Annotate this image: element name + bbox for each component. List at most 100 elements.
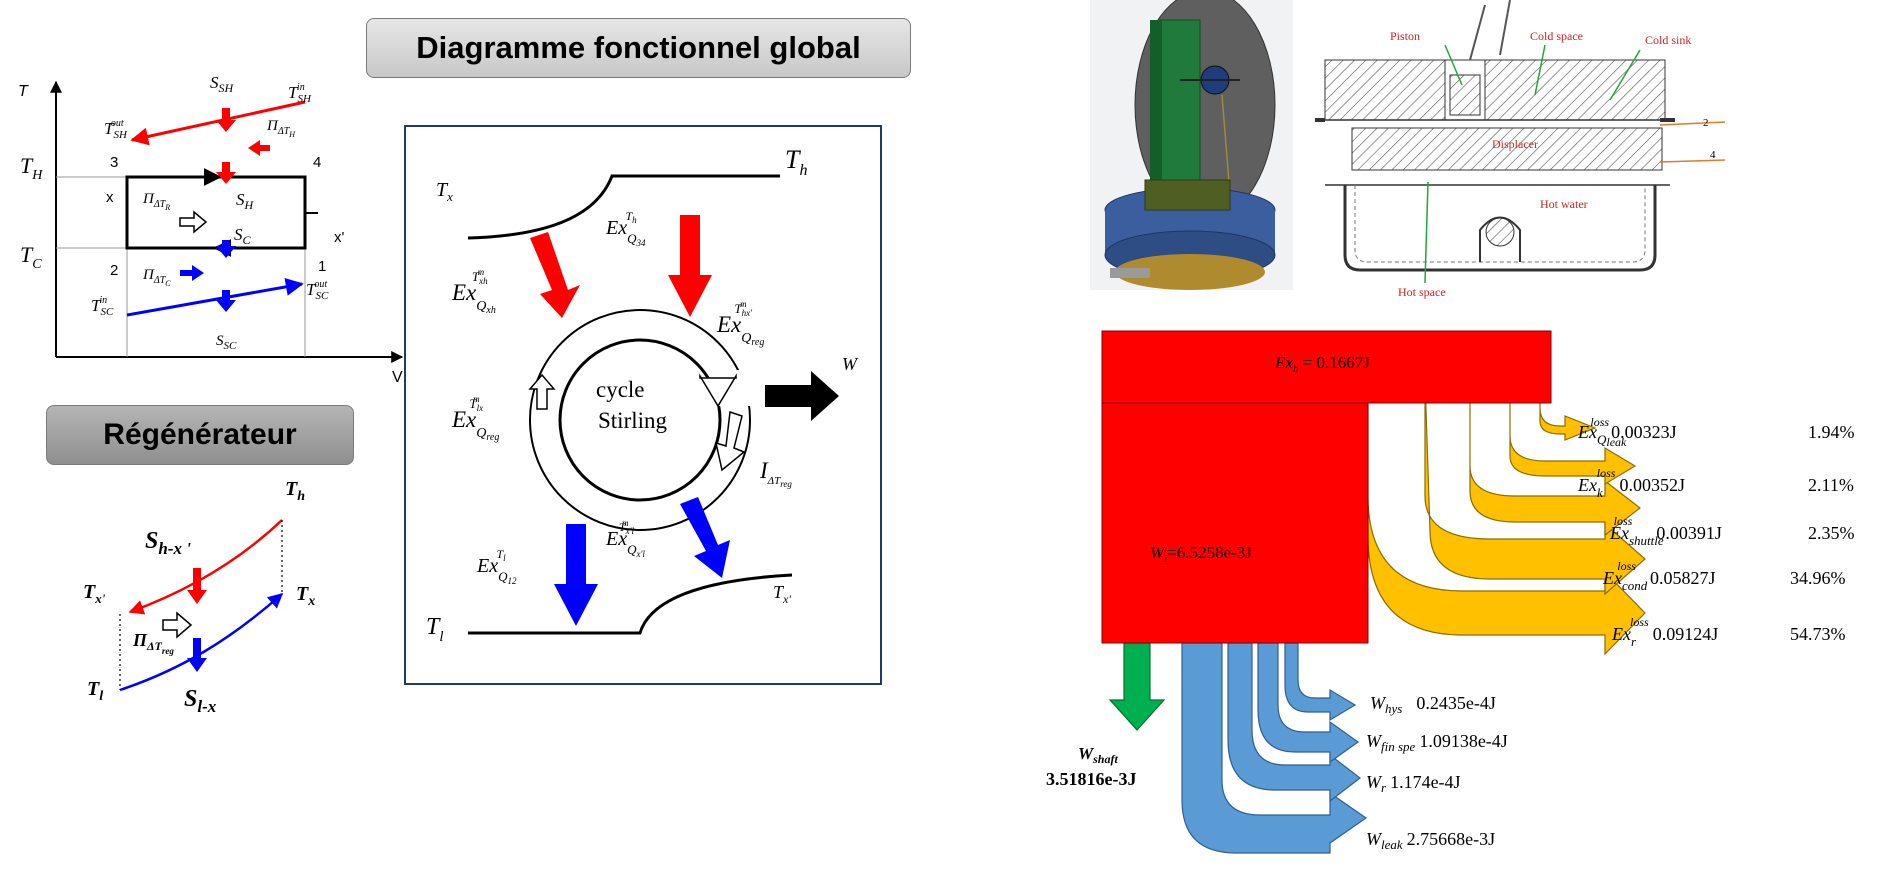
func-inner-circle bbox=[558, 338, 722, 502]
regenerator-title-text: Régénérateur bbox=[103, 418, 297, 451]
regen-hollow-arrow bbox=[162, 611, 193, 639]
ts-axis-v-label: V bbox=[392, 369, 403, 386]
ts-pi-th: ΠΔTH bbox=[266, 118, 296, 139]
sankey-shaft-value: 3.51816e-3J bbox=[1046, 769, 1136, 789]
leader-piston bbox=[1444, 44, 1463, 86]
ts-corner-4: 4 bbox=[313, 154, 321, 171]
ts-s-c: SC bbox=[234, 225, 252, 247]
func-ex-qreg-right: ExQregThx'm bbox=[716, 299, 764, 348]
flow-wr bbox=[1227, 642, 1361, 803]
ts-corner-3: 3 bbox=[110, 154, 118, 171]
ts-th-label: TH bbox=[20, 153, 43, 183]
ts-t-sc-in: TSCin bbox=[91, 295, 114, 318]
func-hollow-arrow-irrev bbox=[714, 410, 746, 472]
ts-t-sh-out: TSHout bbox=[104, 118, 128, 141]
global-diagram-title: Diagramme fonctionnel global bbox=[366, 18, 911, 78]
func-outer-circle bbox=[529, 309, 751, 531]
regenerator-title: Régénérateur bbox=[46, 405, 354, 465]
ts-t-sc-out: TSCout bbox=[306, 279, 329, 302]
flow-wfin bbox=[1257, 642, 1360, 764]
flow-exk bbox=[1509, 379, 1637, 486]
label-hot-space: Hot space bbox=[1398, 285, 1446, 299]
func-cycle-2: Stirling bbox=[598, 408, 668, 433]
label-marker-2: 2 bbox=[1703, 117, 1709, 129]
regen-s-bot: Sl-x bbox=[184, 686, 217, 716]
regen-blue-curve bbox=[119, 593, 284, 692]
func-blue-arrow-right bbox=[680, 497, 730, 578]
flow-shaft bbox=[1108, 642, 1166, 731]
section-bump-core bbox=[1485, 217, 1515, 247]
ts-cycle-rect bbox=[125, 175, 307, 250]
ts-corner-1: 1 bbox=[318, 258, 326, 275]
func-ex-qxh: ExQxhTxhm bbox=[451, 267, 496, 316]
ts-sc-line bbox=[126, 277, 304, 317]
section-rod-b bbox=[1499, 0, 1511, 56]
ts-tc-label: TC bbox=[20, 242, 42, 272]
ts-s-sh: SSH bbox=[210, 73, 235, 95]
global-diagram-title-text: Diagramme fonctionnel global bbox=[416, 30, 861, 65]
func-i-reg: IΔTreg bbox=[759, 458, 792, 489]
regen-txp: Tx' bbox=[83, 581, 106, 606]
cad-column-side bbox=[1150, 20, 1162, 215]
func-th: Th bbox=[785, 145, 807, 179]
func-w: W bbox=[842, 354, 859, 374]
ts-hollow-arrow bbox=[179, 210, 208, 234]
regen-red-curve bbox=[128, 519, 283, 615]
regen-s-top: Sh-x ' bbox=[145, 528, 191, 558]
ts-pi-tc: ΠΔTC bbox=[142, 267, 171, 288]
regen-red-arrow bbox=[187, 568, 207, 604]
leader-cold-space bbox=[1534, 44, 1546, 96]
sankey-exh-label: Exh = 0.1667J bbox=[1274, 353, 1370, 375]
cad-model bbox=[1090, 0, 1293, 290]
label-marker-4: 4 bbox=[1710, 149, 1716, 161]
func-tl: Tl bbox=[426, 614, 444, 645]
ts-axis-t-label: T bbox=[18, 83, 29, 100]
label-displacer: Displacer bbox=[1492, 137, 1538, 151]
regen-th: Th bbox=[285, 478, 305, 504]
leader-hot-space bbox=[1424, 181, 1429, 284]
sankey-wi-block bbox=[1101, 402, 1369, 644]
flow-excond bbox=[1424, 378, 1646, 596]
ts-diagram: T V TH TC 3 4 2 1 x x' bbox=[18, 73, 404, 386]
ts-s-h: SH bbox=[236, 190, 255, 212]
sankey-shaft-label: Wshaft bbox=[1078, 744, 1118, 766]
regenerator-diagram: Th Tx Tx' Tl Sh-x ' Sl-x ΠΔTreg bbox=[83, 478, 315, 716]
sankey-blue-flows bbox=[1181, 642, 1368, 854]
func-tx: Tx bbox=[436, 179, 453, 204]
func-hot-curve bbox=[467, 174, 780, 240]
section-top-plate bbox=[1324, 59, 1666, 121]
func-hollow-arrow-left bbox=[528, 373, 556, 410]
section-marker-2 bbox=[1659, 121, 1726, 126]
func-red-arrow-left bbox=[530, 232, 580, 318]
cad-rod bbox=[1221, 94, 1231, 196]
section-rod-a bbox=[1469, 4, 1486, 61]
func-ex-qreg-left: ExQregTlxm bbox=[451, 394, 499, 443]
label-cold-space: Cold space bbox=[1530, 29, 1583, 43]
leader-cold-sink bbox=[1609, 49, 1641, 101]
ts-xp-label: x' bbox=[334, 229, 345, 246]
func-ex-q12: ExQ12Tl bbox=[476, 547, 517, 586]
section-pot-inner bbox=[1354, 185, 1646, 263]
regen-blue-arrow bbox=[187, 638, 207, 672]
flow-whys bbox=[1284, 642, 1357, 722]
ts-red-arrows bbox=[216, 108, 270, 184]
ts-s-sc: SSC bbox=[216, 333, 237, 352]
label-piston: Piston bbox=[1390, 29, 1420, 43]
flow-exshuttle bbox=[1469, 379, 1641, 537]
ts-t-sh-in: TSHin bbox=[288, 82, 312, 105]
func-work-arrow bbox=[765, 371, 839, 421]
functional-diagram: Th Tx Tl Tx' cycle Stirling W ExQxhTxhm … bbox=[404, 125, 882, 685]
ts-blue-arrows bbox=[180, 240, 236, 312]
flow-exqleak bbox=[1539, 379, 1597, 441]
func-cold-curve bbox=[468, 573, 793, 635]
